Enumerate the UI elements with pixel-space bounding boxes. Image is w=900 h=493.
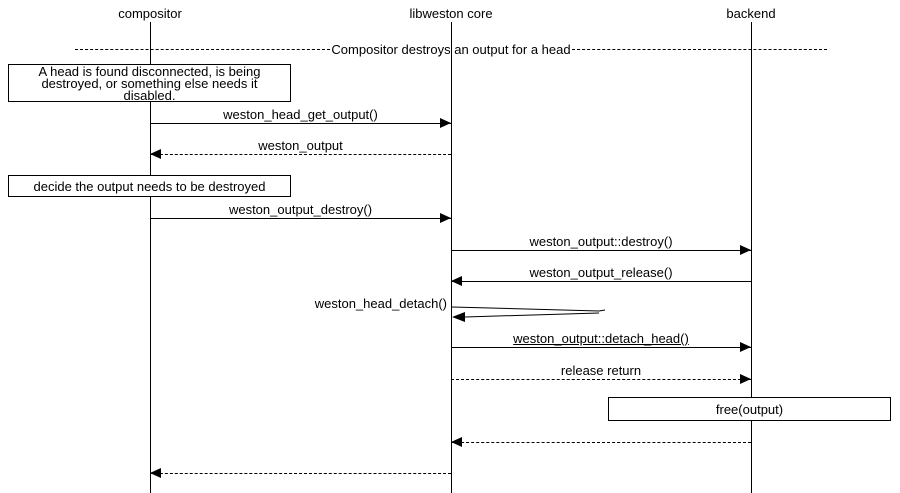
note-text: A head is found disconnected, is being d…	[38, 64, 261, 103]
arrowhead-left-icon	[451, 276, 462, 286]
message-weston-head-get-output: weston_head_get_output()	[150, 107, 451, 128]
arrowhead-right-icon	[740, 342, 751, 352]
note-decide-destroy: decide the output needs to be destroyed	[8, 175, 291, 197]
note-free-output: free(output)	[608, 397, 891, 421]
message-line	[451, 442, 751, 443]
arrowhead-left-icon	[451, 437, 462, 447]
message-weston-output-release: weston_output_release()	[451, 265, 751, 286]
message-weston-output-destroy: weston_output_destroy()	[150, 202, 451, 223]
message-label: weston_head_get_output()	[223, 107, 378, 122]
arrowhead-right-icon	[440, 118, 451, 128]
lifeline-backend	[751, 22, 752, 493]
message-return-backend	[451, 426, 751, 447]
message-release-return: release return	[451, 363, 751, 384]
message-line	[150, 473, 451, 474]
divider-line-left	[75, 49, 331, 50]
note-head-disconnected: A head is found disconnected, is being d…	[8, 64, 291, 102]
message-label: weston_output::destroy()	[529, 234, 673, 249]
message-line	[150, 123, 451, 124]
arrowhead-right-icon	[740, 374, 751, 384]
message-label: weston_output::detach_head()	[513, 331, 689, 346]
message-line	[150, 154, 451, 155]
arrowhead-right-icon	[740, 245, 751, 255]
actor-label-backend: backend	[726, 6, 776, 21]
arrowhead-right-icon	[440, 213, 451, 223]
message-label	[150, 457, 451, 473]
message-line	[451, 281, 751, 282]
message-line	[451, 379, 751, 380]
actor-label-compositor: compositor	[118, 6, 182, 21]
arrowhead-left-icon	[150, 468, 161, 478]
message-label: weston_output_release()	[529, 265, 673, 280]
lifeline-libweston-core	[451, 22, 452, 493]
actor-label-libweston-core: libweston core	[409, 6, 493, 21]
note-text: decide the output needs to be destroyed	[33, 179, 266, 194]
message-label: release return	[560, 363, 642, 378]
message-line	[150, 218, 451, 219]
message-label: weston_output	[258, 138, 343, 153]
message-return-compositor	[150, 457, 451, 478]
message-weston-output-vfunc-destroy: weston_output::destroy()	[451, 234, 751, 255]
message-label: weston_output_destroy()	[228, 202, 373, 217]
message-label-weston-head-detach: weston_head_detach()	[314, 296, 447, 311]
self-call-loop-icon	[452, 306, 606, 322]
message-line	[451, 347, 751, 348]
divider-label: Compositor destroys an output for a head	[331, 42, 571, 57]
divider-line-right	[571, 49, 828, 50]
message-weston-output-return: weston_output	[150, 138, 451, 159]
divider: Compositor destroys an output for a head	[75, 42, 828, 57]
lifeline-compositor	[150, 22, 151, 493]
note-text: free(output)	[715, 402, 784, 417]
arrowhead-left-icon	[150, 149, 161, 159]
message-line	[451, 250, 751, 251]
message-label	[451, 426, 751, 442]
message-weston-output-detach-head: weston_output::detach_head()	[451, 331, 751, 352]
